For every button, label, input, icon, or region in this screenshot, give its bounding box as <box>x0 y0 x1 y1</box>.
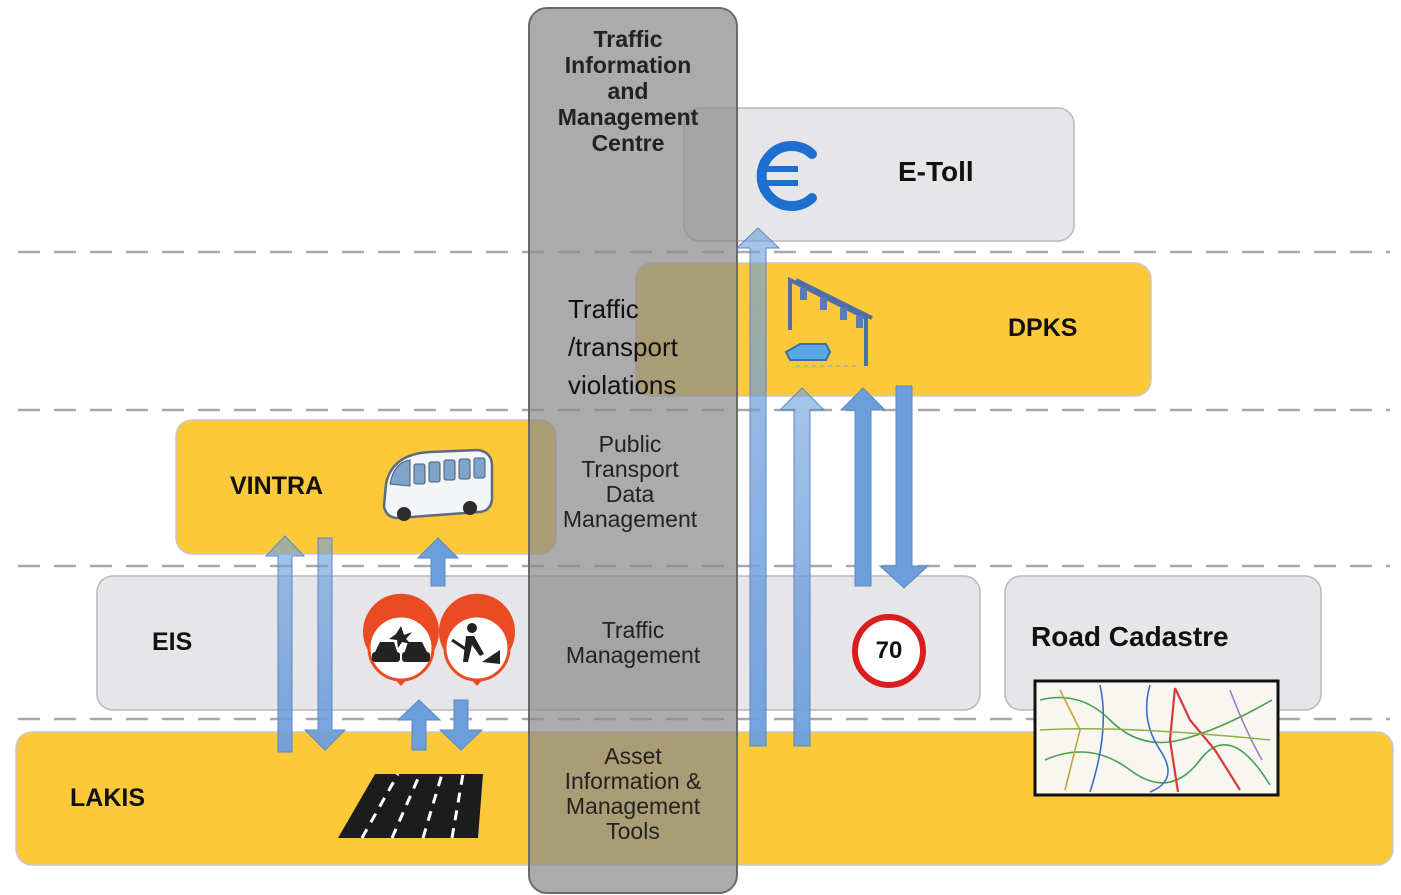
section-line: Traffic <box>568 294 639 324</box>
section-line: Management <box>565 793 701 819</box>
section-line: violations <box>568 370 677 400</box>
section-asset-tools: Asset Information & Management Tools <box>534 744 732 844</box>
section-line: Management <box>565 642 701 668</box>
arrow-up <box>839 387 887 587</box>
title-line: and <box>607 78 649 104</box>
arrow-up <box>778 387 826 747</box>
section-line: /transport <box>568 332 678 362</box>
euro-icon <box>756 141 817 211</box>
etoll-box <box>683 107 1075 242</box>
section-line: Information & <box>564 768 702 794</box>
accident-marker-icon <box>363 593 439 686</box>
arrow-up <box>735 227 781 747</box>
title-line: Information <box>564 52 692 78</box>
vintra-label: VINTRA <box>230 472 324 500</box>
etoll-label: E-Toll <box>898 156 974 187</box>
roadworks-marker-icon <box>439 593 515 686</box>
section-line: Public <box>598 431 662 457</box>
arrow-up <box>416 537 460 587</box>
section-line: Management <box>562 506 698 532</box>
section-line: Tools <box>606 818 660 844</box>
section-line: Asset <box>604 743 662 769</box>
road-map-icon <box>1033 679 1280 797</box>
arrow-up <box>396 699 442 751</box>
section-line: Traffic <box>601 617 665 643</box>
arrow-up <box>264 535 306 753</box>
title-line: Management <box>557 104 699 130</box>
dpks-label: DPKS <box>1008 314 1078 342</box>
arrows <box>264 227 930 753</box>
lakis-label: LAKIS <box>70 784 145 812</box>
arrow-down <box>438 699 484 751</box>
eis-label: EIS <box>152 628 193 656</box>
title-line: Centre <box>591 130 665 156</box>
arrow-down <box>303 537 347 751</box>
section-public-transport: Public Transport Data Management <box>534 432 726 532</box>
speed-limit-value: 70 <box>875 637 903 664</box>
road-cadastre-label: Road Cadastre <box>1031 621 1229 652</box>
section-line: Transport <box>581 456 679 482</box>
section-line: Data <box>605 481 655 507</box>
center-column <box>528 7 738 894</box>
section-violations: Traffic /transport violations <box>568 290 733 404</box>
speed-camera-gantry-icon <box>784 276 873 367</box>
road-lanes-icon <box>338 773 483 839</box>
title-line: Traffic <box>593 26 663 52</box>
center-column-title: Traffic Information and Management Centr… <box>529 26 727 156</box>
arrow-down <box>878 385 930 589</box>
speed-limit-sign-icon <box>852 614 926 688</box>
section-traffic-management: Traffic Management <box>534 618 732 668</box>
bus-icon <box>382 448 494 521</box>
